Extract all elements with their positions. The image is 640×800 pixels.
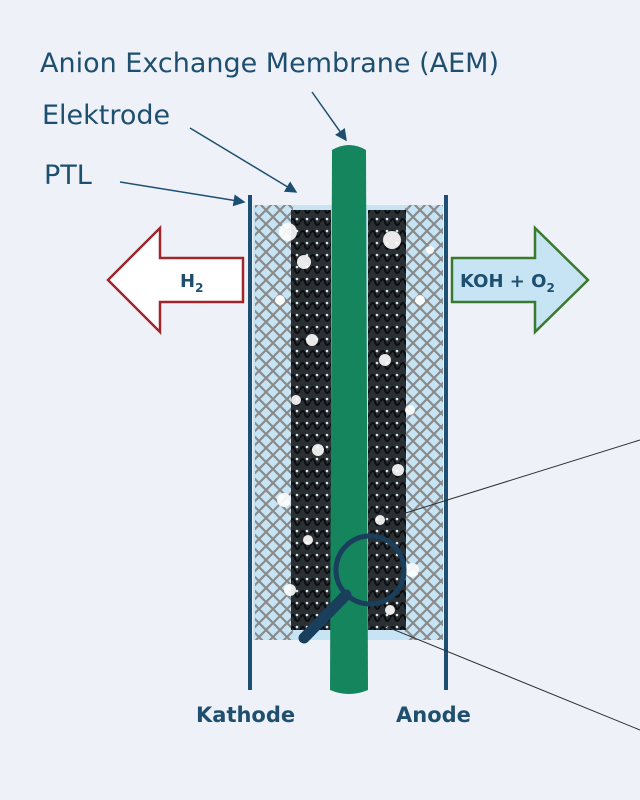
anode-label: Anode bbox=[396, 703, 471, 727]
zoom-line-top bbox=[395, 439, 640, 517]
membrane-label: Anion Exchange Membrane (AEM) bbox=[40, 48, 499, 79]
h2-arrow: H2 bbox=[106, 224, 245, 336]
cathode-ptl bbox=[255, 205, 293, 640]
ptl-label: PTL bbox=[44, 160, 92, 191]
magnifier-icon bbox=[298, 533, 407, 644]
cathode-label: Kathode bbox=[196, 703, 295, 727]
anode-electrode bbox=[368, 210, 406, 630]
koh-o2-label: KOH + O2 bbox=[460, 271, 555, 295]
zoom-line-bottom bbox=[379, 623, 640, 731]
ptl-pointer bbox=[119, 181, 246, 207]
cathode-electrode bbox=[291, 210, 331, 630]
electrode-pointer bbox=[189, 127, 298, 193]
h2-label: H2 bbox=[180, 271, 203, 295]
gas-bubbles bbox=[275, 223, 434, 615]
electrode-label: Elektrode bbox=[42, 100, 170, 131]
koh-o2-arrow: KOH + O2 bbox=[450, 225, 590, 335]
membrane-pointer bbox=[311, 91, 347, 142]
